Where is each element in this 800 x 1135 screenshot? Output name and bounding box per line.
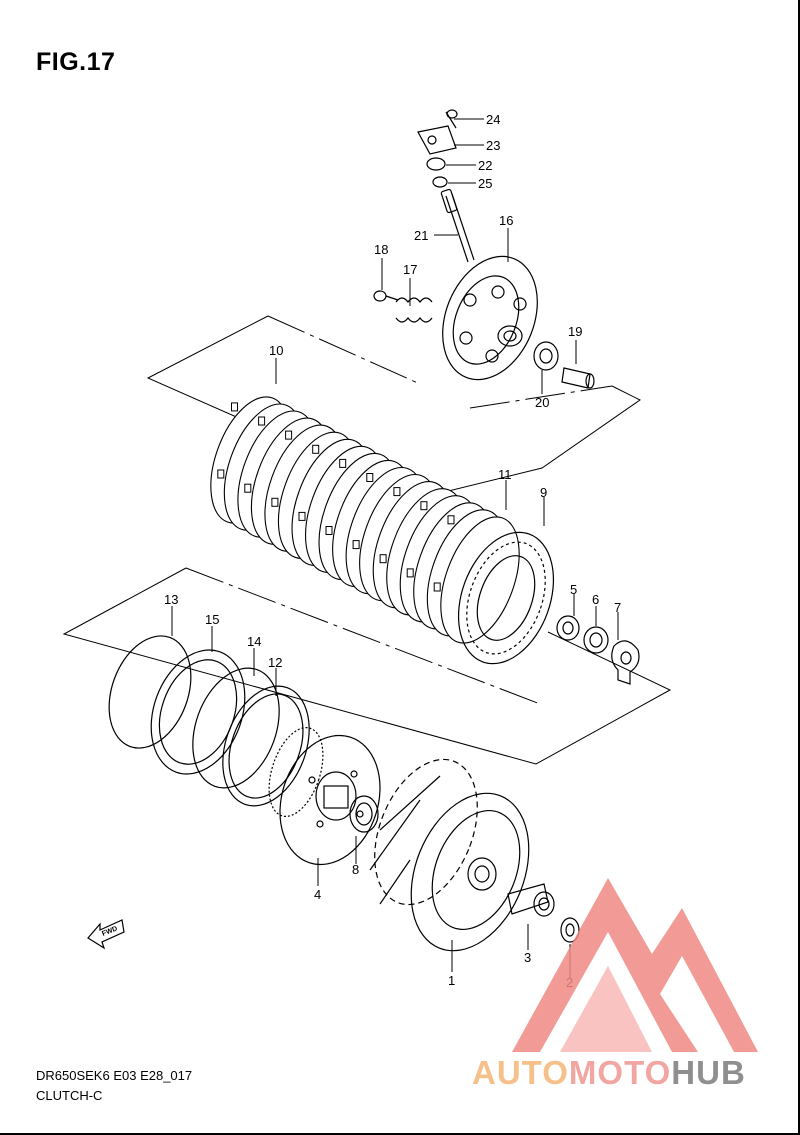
watermark-part-b: MOTO — [568, 1054, 672, 1091]
bearing — [533, 341, 559, 371]
plate-tab — [393, 487, 401, 497]
callout-11: 11 — [498, 467, 512, 482]
callout-4: 4 — [314, 887, 321, 902]
spacer — [507, 883, 555, 917]
washer — [583, 626, 609, 654]
callout-7: 7 — [614, 600, 621, 615]
sleeve-hub-plate — [457, 531, 555, 665]
callout-24: 24 — [486, 112, 500, 127]
judder-spring-12 — [222, 685, 310, 807]
callout-5: 5 — [570, 582, 577, 597]
plate-tab — [406, 568, 414, 578]
callout-23: 23 — [486, 138, 500, 153]
leader-lines — [171, 118, 619, 978]
lifter-parts — [417, 109, 458, 188]
nut — [556, 615, 580, 641]
spring-group-frame — [62, 567, 672, 765]
thrust-washer — [349, 795, 379, 833]
washer-small — [560, 917, 580, 943]
spring-washer-14 — [192, 667, 280, 789]
plate-tab — [285, 430, 293, 440]
callout-3: 3 — [524, 950, 531, 965]
plate-tab — [325, 526, 333, 535]
plate-tab — [298, 511, 306, 521]
callout-15: 15 — [205, 612, 219, 627]
plate-tab — [244, 483, 252, 493]
footer-model-code: DR650SEK6 E03 E28_017 — [36, 1068, 193, 1083]
callout-9: 9 — [540, 485, 547, 500]
callout-1: 1 — [448, 973, 455, 988]
callout-19: 19 — [568, 324, 582, 339]
plate-tab — [433, 582, 441, 592]
spring-ring-13 — [108, 635, 192, 749]
plate-tab — [271, 497, 279, 507]
plate-tab — [352, 540, 360, 550]
callout-18: 18 — [374, 242, 388, 257]
plate-tab — [379, 554, 387, 564]
callout-13: 13 — [164, 592, 178, 607]
spring-seat-15 — [150, 649, 246, 775]
plate-tab — [258, 416, 266, 426]
plate-group-frame — [146, 315, 641, 499]
callout-16: 16 — [499, 213, 513, 228]
plate-tab — [231, 402, 238, 412]
callout-25: 25 — [478, 176, 492, 191]
clutch-housing — [369, 758, 530, 952]
callout-17: 17 — [403, 262, 417, 277]
callout-8: 8 — [352, 862, 359, 877]
clutch-sleeve-hub — [268, 727, 381, 866]
release-rod — [440, 188, 475, 263]
watermark-part-c: HUB — [671, 1054, 746, 1091]
plate-tab — [420, 501, 428, 511]
clutch-plate-stack — [210, 396, 520, 644]
spring-and-bolt — [373, 290, 433, 323]
watermark-part-a: AUTO — [472, 1054, 569, 1091]
callout-10: 10 — [269, 343, 283, 358]
callout-21: 21 — [414, 228, 428, 243]
footer-group-name: CLUTCH-C — [36, 1088, 103, 1103]
lock-washer — [611, 640, 640, 685]
callout-20: 20 — [535, 395, 549, 410]
plate-tab — [366, 473, 374, 482]
drive-plate — [440, 516, 520, 644]
callout-14: 14 — [247, 634, 261, 649]
fwd-arrow-icon: FWD — [87, 919, 125, 950]
plate-tab — [447, 515, 455, 525]
push-piece — [561, 367, 595, 389]
plate-tab — [312, 444, 320, 454]
callout-22: 22 — [478, 158, 492, 173]
plate-tab — [339, 458, 347, 468]
watermark-logo-icon — [512, 878, 758, 1052]
callout-6: 6 — [592, 592, 599, 607]
pressure-plate — [442, 255, 538, 381]
callout-12: 12 — [268, 655, 282, 670]
watermark-text: AUTOMOTOHUB — [472, 1054, 746, 1092]
plate-tab — [217, 469, 225, 479]
figure-title: FIG.17 — [36, 48, 116, 76]
